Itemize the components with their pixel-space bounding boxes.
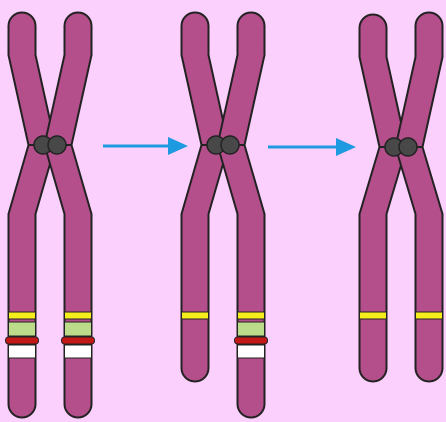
left-chromatid-lower-arm [360,147,407,382]
right-chromatid-upper-arm [218,13,265,146]
right-chromatid-lower-arm [218,145,265,418]
chromosome-stage-3 [360,13,443,382]
right-band-yellow [65,312,92,319]
right-chromatid-lower-arm [45,145,92,418]
right-band-red [62,337,95,344]
right-band-white [238,345,265,358]
right-chromatid-lower-arm [396,147,443,382]
right-chromatid-upper-arm [45,13,92,146]
arrow-head [168,137,188,155]
right-band-red [235,337,268,344]
centromere-right-icon [48,136,66,154]
right-arrow-icon [268,138,356,156]
centromere-right-icon [221,136,239,154]
right-band-green [65,322,92,336]
right-chromatid-upper-arm [396,13,443,148]
left-band-red [6,337,39,344]
right-band-yellow [416,312,443,319]
left-band-yellow [360,312,387,319]
right-band-green [238,322,265,336]
right-band-yellow [238,312,265,319]
arrow-head [336,138,356,156]
left-chromatid-lower-arm [9,145,56,418]
left-band-yellow [182,312,209,319]
centromere-right-icon [399,138,417,156]
left-band-yellow [9,312,36,319]
right-band-white [65,345,92,358]
chromosome-stage-2 [182,13,268,418]
left-chromatid-lower-arm [182,145,229,382]
right-arrow-icon [103,137,188,155]
chromosome-stage-1 [6,13,95,418]
left-band-white [9,345,36,358]
left-band-green [9,322,36,336]
